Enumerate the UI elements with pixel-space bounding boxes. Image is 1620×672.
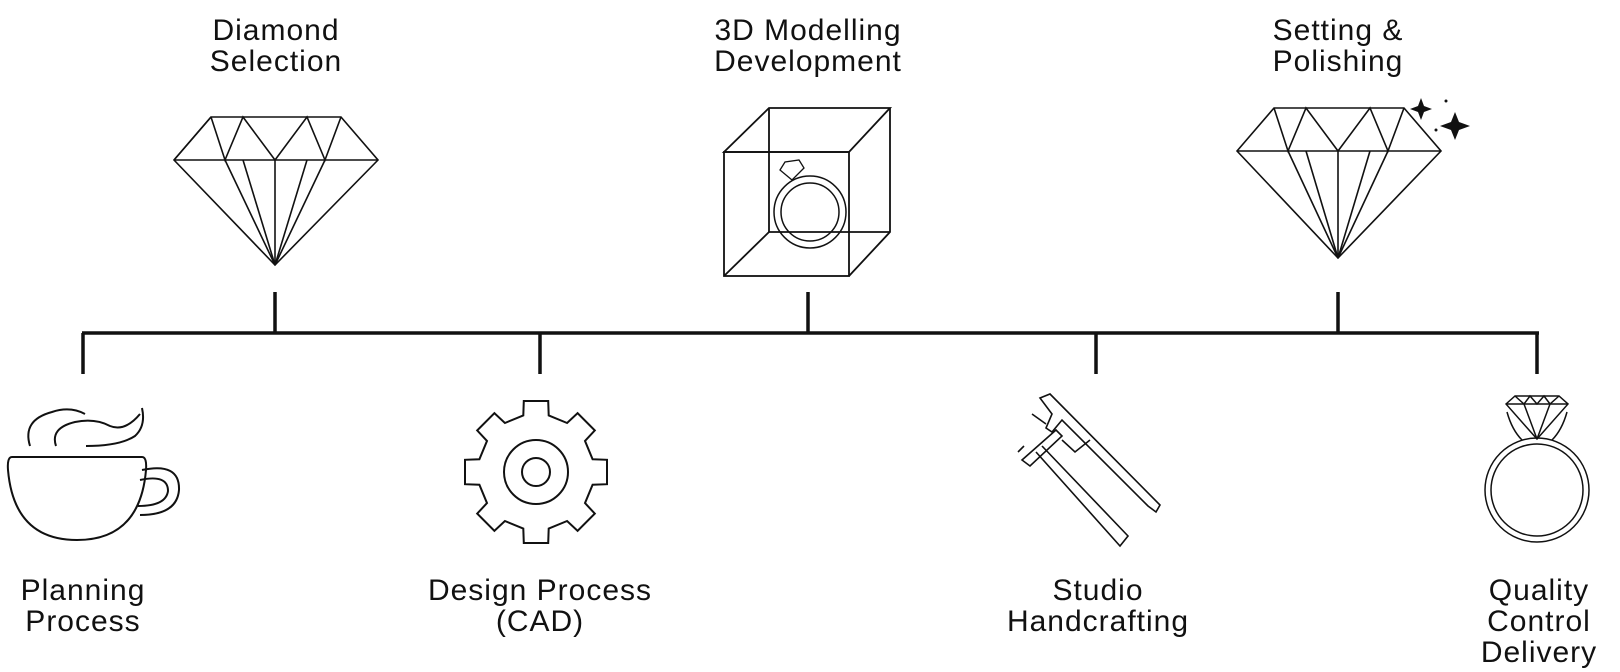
- step-label-planning: Planning Process: [21, 575, 146, 637]
- gear-icon: [464, 400, 608, 544]
- coffee-cup-icon: [6, 407, 181, 542]
- step-label-design: Design Process (CAD): [428, 575, 652, 637]
- label-line: Quality: [1488, 574, 1590, 607]
- label-line: Studio: [1052, 574, 1144, 607]
- sparkle-icon: [1410, 98, 1432, 120]
- label-line: Control: [1487, 605, 1591, 638]
- label-line: Development: [714, 45, 902, 78]
- label-line: Delivery: [1480, 636, 1598, 669]
- label-line: Planning: [20, 574, 146, 607]
- diamond-ring-icon: [1484, 394, 1590, 543]
- label-line: Handcrafting: [1006, 605, 1190, 638]
- diamond-icon: [172, 115, 380, 267]
- step-label-setting-polishing: Setting & Polishing: [1273, 15, 1404, 77]
- label-line: 3D Modelling: [714, 14, 902, 47]
- tools-icon: [1017, 393, 1161, 548]
- cube-ring-icon: [721, 107, 893, 277]
- timeline-axis: [81, 292, 1539, 374]
- label-line: Diamond: [212, 14, 340, 47]
- label-line: Polishing: [1272, 45, 1404, 78]
- label-line: Setting &: [1272, 14, 1404, 47]
- label-line: (CAD): [495, 605, 585, 638]
- label-line: Selection: [209, 45, 343, 78]
- step-label-diamond-selection: Diamond Selection: [210, 15, 342, 77]
- step-label-quality: Quality Control Delivery: [1481, 575, 1597, 668]
- label-line: Design Process: [427, 574, 653, 607]
- sparkling-diamond-icon: [1235, 98, 1470, 260]
- label-line: Process: [25, 605, 141, 638]
- step-label-3d-modelling: 3D Modelling Development: [714, 15, 902, 77]
- step-label-studio: Studio Handcrafting: [1007, 575, 1189, 637]
- sparkle-icon: [1440, 112, 1470, 140]
